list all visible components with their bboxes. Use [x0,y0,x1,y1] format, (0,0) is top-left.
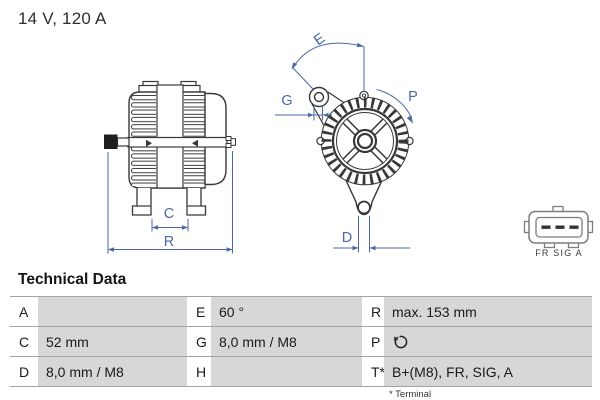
rating-label: 14 V, 120 A [18,9,107,28]
table-key-cell: T* [362,357,385,386]
dimension-label-r: R [164,234,174,250]
table-value-cell: B+(M8), FR, SIG, A [384,357,592,386]
technical-data-table: A E 60 ° R max. 153 mm C 52 mm G 8,0 mm … [10,296,592,387]
table-value-cell [211,357,362,386]
table-value-cell: 52 mm [38,327,187,356]
dimension-label-g: G [281,93,292,109]
table-key-cell: D [10,357,38,386]
table-key-cell: E [187,297,211,326]
alternator-side-view [104,80,236,216]
terminal-footnote: * Terminal [389,389,432,400]
rotation-direction-icon [394,335,408,349]
connector-pins-label: FR SIG A [535,248,583,258]
dimension-label-e: E [311,30,328,49]
table-value-cell: 60 ° [211,297,362,326]
table-value-cell [384,327,592,356]
table-value-cell [38,297,187,326]
dimension-label-d: D [342,230,352,246]
table-row: C 52 mm G 8,0 mm / M8 P [10,327,592,357]
table-row: D 8,0 mm / M8 H T* B+(M8), FR, SIG, A [10,357,592,387]
table-key-cell: P [362,327,384,356]
dimension-label-c: C [164,206,174,222]
table-key-cell: A [10,297,38,326]
technical-drawing: C R E G P D FR SIG A [104,30,594,258]
table-key-cell: H [187,357,211,386]
table-row: A E 60 ° R max. 153 mm [10,297,592,327]
table-value-cell: 8,0 mm / M8 [211,327,362,356]
connector-3-pin-icon [523,205,594,249]
table-key-cell: R [362,297,384,326]
alternator-front-view [308,86,414,216]
dimension-annotations [107,42,413,254]
dimension-label-p: P [408,89,418,105]
technical-data-title: Technical Data [18,271,127,288]
table-key-cell: G [187,327,211,356]
table-value-cell: 8,0 mm / M8 [38,357,187,386]
table-key-cell: C [10,327,38,356]
table-value-cell: max. 153 mm [384,297,592,326]
